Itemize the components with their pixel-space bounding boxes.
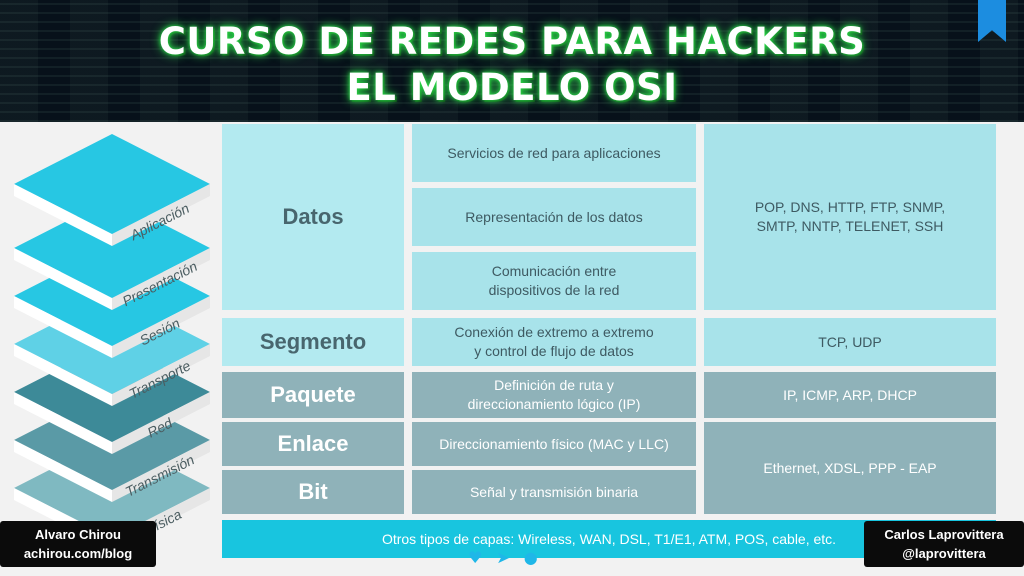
osi-layer-stack: Aplicación Presentación Sesión Transport… <box>14 134 210 550</box>
credit-left-name: Alvaro Chirou <box>35 527 121 542</box>
title-line-1: CURSO DE REDES PARA HACKERS <box>158 20 866 63</box>
pdu-bit: Bit <box>222 470 404 514</box>
credit-right: Carlos Laprovittera @laprovittera <box>864 521 1024 567</box>
desc-presentacion: Representación de los datos <box>412 188 696 246</box>
comment-icon[interactable]: ● <box>523 548 538 567</box>
protocols-red: IP, ICMP, ARP, DHCP <box>704 372 996 418</box>
pdu-datos: Datos <box>222 124 404 310</box>
social-icons: ♥ ➤ ● <box>468 548 538 567</box>
desc-sesion: Comunicación entre dispositivos de la re… <box>412 252 696 310</box>
layer-slab-presentacion <box>14 198 210 310</box>
pdu-segmento: Segmento <box>222 318 404 366</box>
credit-left: Alvaro Chirou achirou.com/blog <box>0 521 156 567</box>
desc-enlace: Direccionamiento físico (MAC y LLC) <box>412 422 696 466</box>
layer-slab-aplicacion <box>14 134 210 246</box>
heart-icon[interactable]: ♥ <box>468 548 483 567</box>
credit-left-url[interactable]: achirou.com/blog <box>23 546 133 561</box>
desc-transporte: Conexión de extremo a extremo y control … <box>412 318 696 366</box>
title-line-2: EL MODELO OSI <box>346 66 678 109</box>
desc-red: Definición de ruta y direccionamiento ló… <box>412 372 696 418</box>
protocols-datos: POP, DNS, HTTP, FTP, SNMP, SMTP, NNTP, T… <box>704 124 996 310</box>
pdu-paquete: Paquete <box>222 372 404 418</box>
credit-right-name: Carlos Laprovittera <box>884 527 1004 542</box>
desc-aplicacion: Servicios de red para aplicaciones <box>412 124 696 182</box>
header-banner: CURSO DE REDES PARA HACKERS EL MODELO OS… <box>0 0 1024 122</box>
share-icon[interactable]: ➤ <box>496 548 510 567</box>
pdu-enlace: Enlace <box>222 422 404 466</box>
desc-fisica: Señal y transmisión binaria <box>412 470 696 514</box>
protocols-transporte: TCP, UDP <box>704 318 996 366</box>
protocols-enlace-fisica: Ethernet, XDSL, PPP - EAP <box>704 422 996 514</box>
credit-right-handle[interactable]: @laprovittera <box>902 546 986 561</box>
